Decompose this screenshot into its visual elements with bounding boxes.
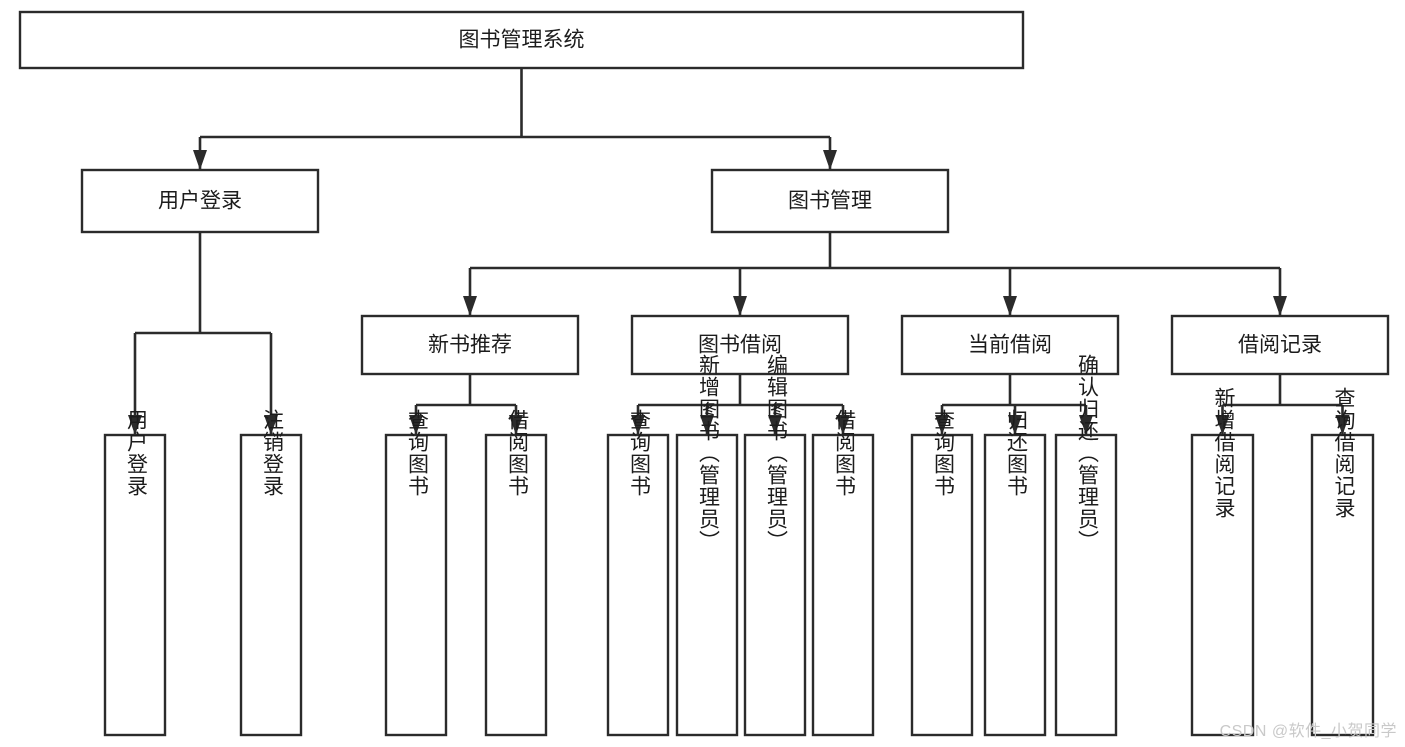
level1-node-user-login[interactable]: 用户登录 [80,168,320,234]
level2-node-new-book-recommend-label: 新书推荐 [428,334,512,357]
leaf-node-leaf-query-book-recommend-label: 查询图书 [406,409,430,497]
arrow-head-icon [1215,415,1230,435]
arrow-head-icon [409,415,423,435]
level2-node-current-borrow[interactable]: 当前借阅 [900,314,1120,376]
level2-node-current-borrow-label: 当前借阅 [968,334,1052,357]
level2-node-current-borrow-box[interactable] [900,314,1120,376]
leaf-node-leaf-return-book-label: 归还图书 [1005,409,1029,497]
leaf-node-leaf-user-login[interactable]: 用户登录 [103,409,167,737]
arrow-head-icon [463,296,477,316]
arrow-head-icon [1335,415,1350,435]
leaf-node-leaf-logout-login[interactable]: 注销登录 [239,409,303,737]
arrow-head-icon [1273,296,1287,316]
leaf-node-leaf-query-book-borrow-box[interactable] [606,433,670,737]
leaf-node-leaf-query-book-recommend[interactable]: 查询图书 [384,409,448,737]
arrow-head-icon [768,415,782,435]
level2-node-borrow-record-label: 借阅记录 [1238,334,1322,357]
root-node-root-label: 图书管理系统 [459,29,585,52]
arrow-head-icon [1079,415,1093,435]
leaf-node-leaf-query-book-current-label: 查询图书 [932,409,956,497]
leaf-node-leaf-confirm-return-admin[interactable]: 确认归还（管理员） [1054,354,1118,737]
leaf-node-leaf-logout-login-label: 注销登录 [261,409,285,497]
leaf-node-leaf-confirm-return-admin-box[interactable] [1054,433,1118,737]
leaf-node-leaf-query-borrow-record-box[interactable] [1310,433,1375,737]
leaf-node-leaf-add-book-admin-label: 新增图书（管理员） [697,354,721,552]
arrow-head-icon [1008,415,1022,435]
leaf-node-leaf-query-book-current-box[interactable] [910,433,974,737]
leaf-node-leaf-borrow-book[interactable]: 借阅图书 [811,409,875,737]
leaf-node-leaf-return-book-box[interactable] [983,433,1047,737]
arrow-head-icon [700,415,714,435]
leaf-node-leaf-edit-book-admin-box[interactable] [743,433,807,737]
root-node-root[interactable]: 图书管理系统 [18,10,1025,70]
arrow-head-icon [733,296,747,316]
level1-node-book-management[interactable]: 图书管理 [710,168,950,234]
leaf-node-leaf-borrow-book-label: 借阅图书 [833,409,857,497]
connector-lines-group [128,68,1350,435]
leaf-node-leaf-user-login-label: 用户登录 [125,409,149,497]
leaf-node-leaf-query-borrow-record[interactable]: 查询借阅记录 [1310,387,1375,737]
arrow-head-icon [836,415,850,435]
leaf-node-leaf-query-book-borrow-label: 查询图书 [628,409,652,497]
arrow-head-icon [193,150,207,170]
leaf-node-leaf-confirm-return-admin-label: 确认归还（管理员） [1076,354,1100,552]
leaf-node-leaf-add-book-admin[interactable]: 新增图书（管理员） [675,354,739,737]
level2-node-borrow-record[interactable]: 借阅记录 [1170,314,1390,376]
leaf-node-leaf-user-login-box[interactable] [103,433,167,737]
arrow-head-icon [631,415,645,435]
leaf-node-leaf-logout-login-box[interactable] [239,433,303,737]
leaf-node-leaf-query-book-recommend-box[interactable] [384,433,448,737]
leaf-node-leaf-query-book-borrow[interactable]: 查询图书 [606,409,670,737]
leaf-node-leaf-add-borrow-record-box[interactable] [1190,433,1255,737]
leaf-node-leaf-add-borrow-record-label: 新增借阅记录 [1212,387,1236,519]
root-node-root-box[interactable] [18,10,1025,70]
leaf-node-leaf-query-borrow-record-label: 查询借阅记录 [1332,387,1356,519]
leaf-node-leaf-borrow-book-recommend[interactable]: 借阅图书 [484,409,548,737]
arrow-head-icon [264,415,278,435]
leaf-node-leaf-add-book-admin-box[interactable] [675,433,739,737]
leaf-node-leaf-query-book-current[interactable]: 查询图书 [910,409,974,737]
level1-node-book-management-label: 图书管理 [788,190,872,213]
level1-node-book-management-box[interactable] [710,168,950,234]
level1-node-user-login-box[interactable] [80,168,320,234]
arrow-head-icon [509,415,523,435]
leaf-node-leaf-borrow-book-recommend-box[interactable] [484,433,548,737]
node-boxes-group: 图书管理系统用户登录图书管理新书推荐图书借阅当前借阅借阅记录用户登录注销登录查询… [18,10,1390,737]
leaf-node-leaf-borrow-book-box[interactable] [811,433,875,737]
arrow-head-icon [1003,296,1017,316]
arrow-head-icon [935,415,949,435]
level2-node-book-borrow-label: 图书借阅 [698,334,782,357]
leaf-node-leaf-add-borrow-record[interactable]: 新增借阅记录 [1190,387,1255,737]
arrow-head-icon [128,415,142,435]
level2-node-new-book-recommend-box[interactable] [360,314,580,376]
leaf-node-leaf-return-book[interactable]: 归还图书 [983,409,1047,737]
level2-node-borrow-record-box[interactable] [1170,314,1390,376]
level2-node-book-borrow-box[interactable] [630,314,850,376]
level1-node-user-login-label: 用户登录 [158,190,242,213]
arrow-head-icon [823,150,837,170]
leaf-node-leaf-edit-book-admin-label: 编辑图书（管理员） [765,354,789,552]
level2-node-new-book-recommend[interactable]: 新书推荐 [360,314,580,376]
level2-node-book-borrow[interactable]: 图书借阅 [630,314,850,376]
leaf-node-leaf-borrow-book-recommend-label: 借阅图书 [506,409,530,497]
leaf-node-leaf-edit-book-admin[interactable]: 编辑图书（管理员） [743,354,807,737]
